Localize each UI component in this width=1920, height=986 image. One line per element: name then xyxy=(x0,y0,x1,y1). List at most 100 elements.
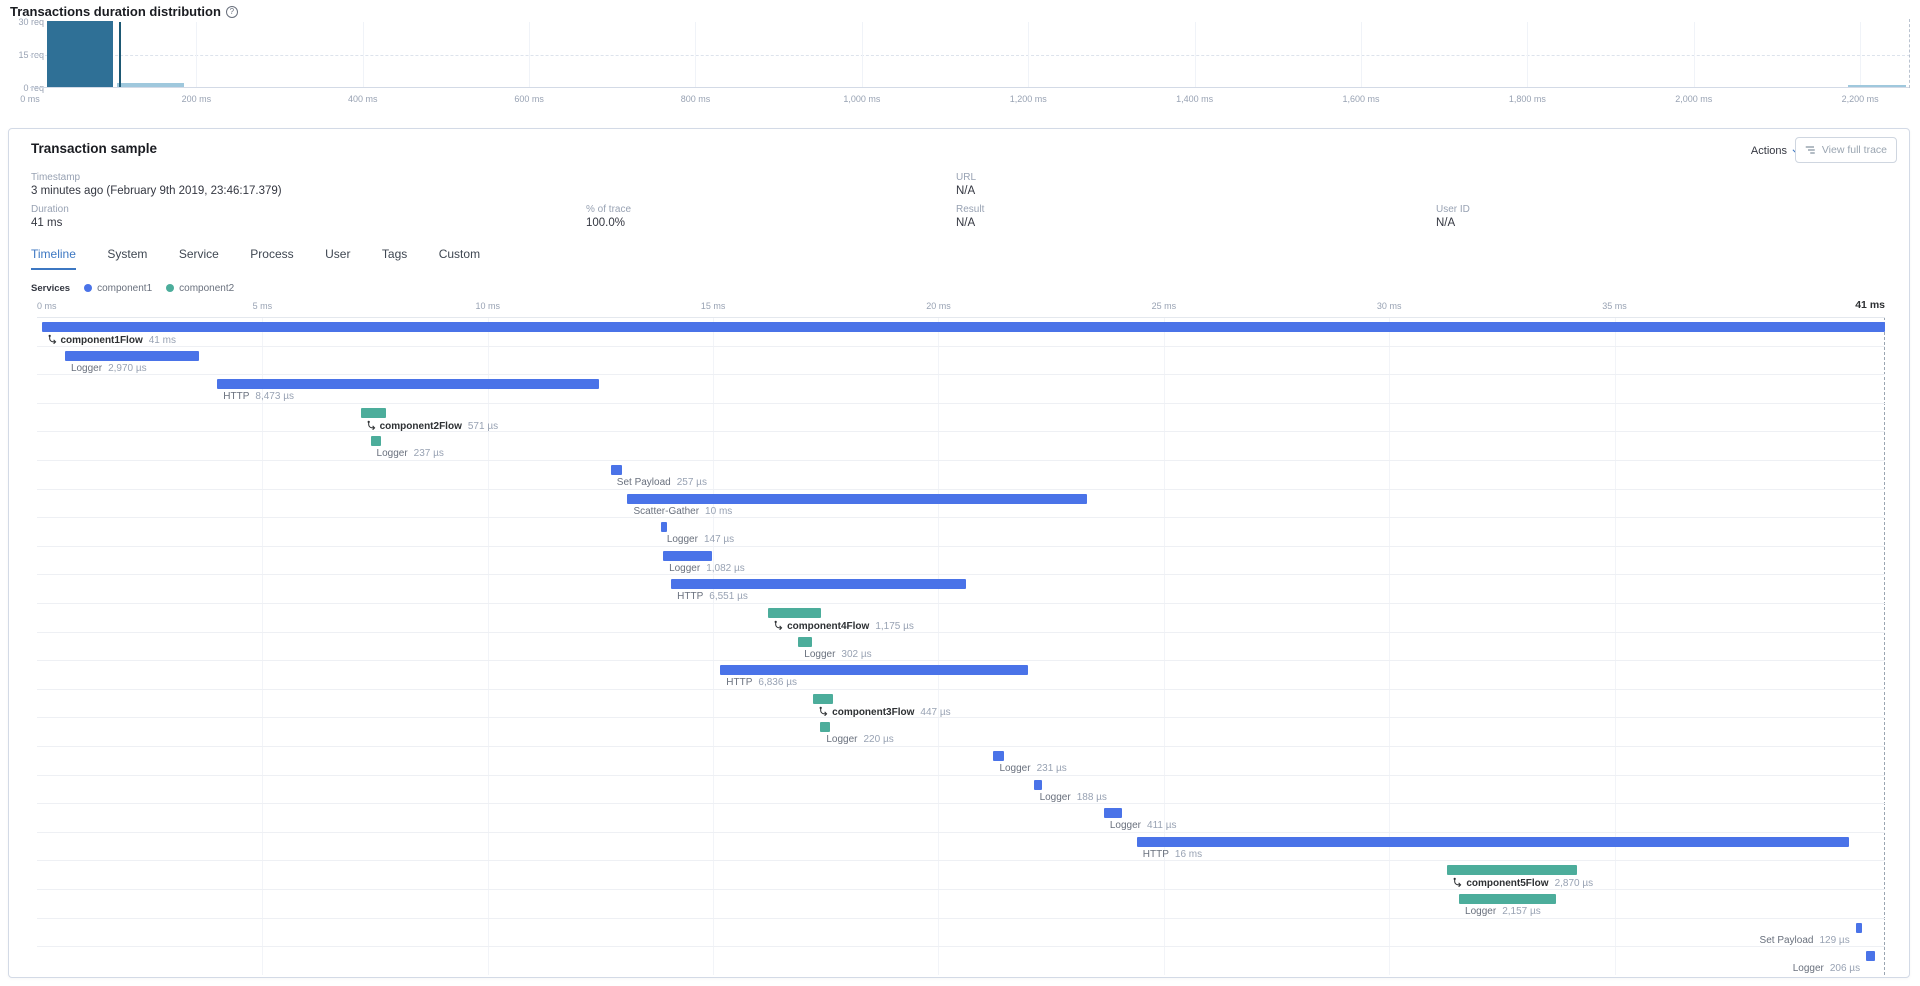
chart-end-dashed-line xyxy=(1909,19,1910,88)
item-name-label: Logger xyxy=(70,362,103,374)
x-axis-tick-label: 600 ms xyxy=(514,94,544,104)
item-duration-label: 2,157 µs xyxy=(1502,906,1541,917)
waterfall-row: Logger 2,970 µs xyxy=(37,345,1885,375)
timeline-gridline xyxy=(713,317,715,975)
field-label-result: Result xyxy=(956,204,985,215)
field-label-user-id: User ID xyxy=(1436,204,1470,215)
waterfall-item-label: Logger 206 µs xyxy=(1793,963,1860,974)
waterfall-bar-span[interactable] xyxy=(798,636,812,647)
item-duration-label: 231 µs xyxy=(1036,763,1067,774)
item-name-label: Logger xyxy=(999,763,1031,774)
branch-icon xyxy=(1453,878,1462,888)
item-name-label: Scatter-Gather xyxy=(633,505,700,517)
timeline-tick-label: 10 ms xyxy=(475,301,500,311)
item-duration-label: 237 µs xyxy=(413,448,444,460)
waterfall-bar-span[interactable] xyxy=(217,379,600,390)
waterfall-bar-transaction[interactable] xyxy=(360,407,387,418)
item-name-label: Logger xyxy=(1792,963,1824,975)
waterfall-bar-span[interactable] xyxy=(671,579,967,590)
waterfall-bar-span[interactable] xyxy=(993,751,1004,761)
histogram-bar[interactable] xyxy=(1847,84,1906,87)
item-duration-label: 129 µs xyxy=(1819,934,1850,946)
field-label-pct-of-trace: % of trace xyxy=(586,204,632,215)
waterfall-row: HTTP 6,551 µs xyxy=(37,574,1885,603)
waterfall-bar-span[interactable] xyxy=(1855,922,1862,933)
x-gridline xyxy=(1693,22,1695,87)
waterfall-bar-transaction[interactable] xyxy=(1447,865,1577,876)
tab-process[interactable]: Process xyxy=(250,247,294,261)
waterfall-bar-transaction[interactable] xyxy=(41,322,1885,332)
gridline-15req xyxy=(30,55,1910,56)
field-value-user-id: N/A xyxy=(1436,217,1456,229)
waterfall-bar-span[interactable] xyxy=(1136,836,1849,847)
tab-system[interactable]: System xyxy=(107,247,148,261)
timeline-tick-label: 15 ms xyxy=(700,301,726,311)
trace-end-dashed-line xyxy=(1884,317,1885,975)
waterfall-bar-transaction[interactable] xyxy=(813,693,834,704)
item-duration-label: 2,870 µs xyxy=(1554,878,1594,890)
waterfall-bar-span[interactable] xyxy=(660,522,668,533)
item-name-label: HTTP xyxy=(1142,848,1169,860)
tab-custom[interactable]: Custom xyxy=(438,247,481,261)
item-name-label: Logger xyxy=(666,534,698,546)
histogram-bar[interactable] xyxy=(117,82,184,87)
x-gridline xyxy=(1860,22,1862,87)
tab-service[interactable]: Service xyxy=(178,247,219,261)
waterfall-bar-span[interactable] xyxy=(1033,779,1043,790)
tab-user[interactable]: User xyxy=(325,247,351,261)
services-legend: Services component1 component2 xyxy=(31,282,234,294)
item-duration-label: 2,970 µs xyxy=(108,362,147,374)
distribution-title-text: Transactions duration distribution xyxy=(10,4,221,19)
x-gridline xyxy=(529,22,531,87)
item-name-label: HTTP xyxy=(677,591,704,603)
view-full-trace-button[interactable]: View full trace xyxy=(1794,137,1897,163)
item-duration-label: 10 ms xyxy=(705,505,733,517)
x-gridline xyxy=(1194,22,1196,87)
tab-timeline[interactable]: Timeline xyxy=(31,247,76,270)
field-value-result: N/A xyxy=(956,217,976,229)
item-duration-label: 8,473 µs xyxy=(255,391,294,403)
branch-icon xyxy=(819,706,828,716)
waterfall-bar-span[interactable] xyxy=(610,465,623,475)
waterfall-bar-span[interactable] xyxy=(64,350,199,361)
waterfall-bar-span[interactable] xyxy=(627,493,1088,504)
x-gridline xyxy=(1360,22,1362,87)
waterfall-bar-span[interactable] xyxy=(370,436,382,447)
item-name-label: Logger xyxy=(1109,820,1142,832)
item-duration-label: 6,551 µs xyxy=(709,591,748,603)
waterfall-bar-transaction[interactable] xyxy=(768,608,822,618)
waterfall-bar-span[interactable] xyxy=(720,665,1029,676)
tab-tags[interactable]: Tags xyxy=(381,247,408,261)
actions-dropdown[interactable]: Actions xyxy=(1751,145,1801,157)
field-label-url: URL xyxy=(956,172,977,183)
waterfall-bar-span[interactable] xyxy=(1103,808,1123,819)
item-name-label: component2Flow xyxy=(379,420,462,432)
waterfall-bar-span[interactable] xyxy=(663,550,712,561)
waterfall-bar-span[interactable] xyxy=(1866,951,1876,962)
help-icon[interactable]: ? xyxy=(225,6,238,18)
waterfall-bar-span[interactable] xyxy=(1459,894,1557,904)
legend-label: component1 xyxy=(97,282,153,294)
item-duration-label: 206 µs xyxy=(1829,963,1861,975)
histogram-bar-selected[interactable] xyxy=(46,21,114,87)
component1-dot-icon xyxy=(84,284,93,292)
waterfall-item-label: Logger 231 µs xyxy=(999,763,1066,774)
view-full-trace-label: View full trace xyxy=(1821,144,1887,156)
waterfall-bar-span[interactable] xyxy=(820,722,831,733)
item-duration-label: 1,082 µs xyxy=(706,562,745,574)
field-value-duration: 41 ms xyxy=(31,217,63,229)
legend-label: component2 xyxy=(179,282,235,294)
